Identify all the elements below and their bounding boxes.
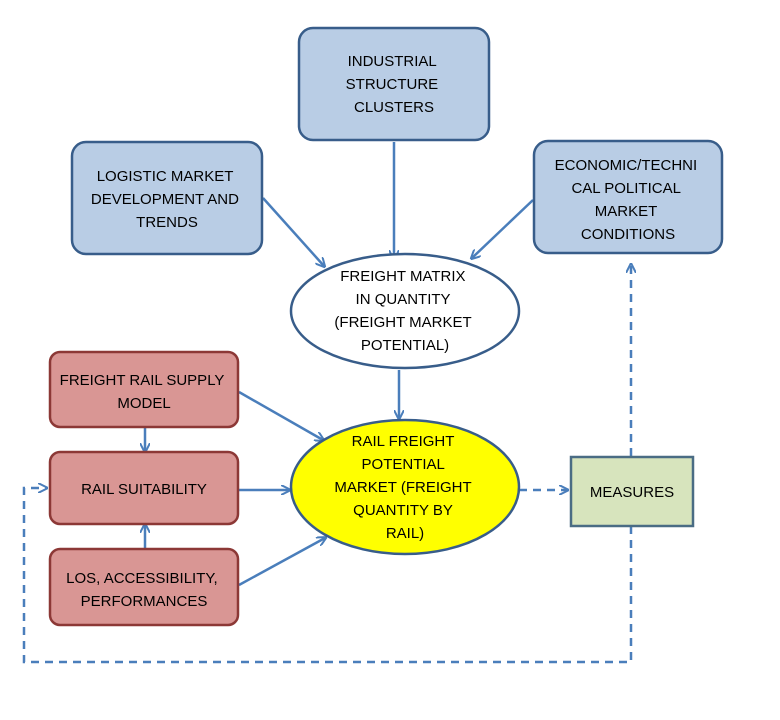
label-line: MARKET xyxy=(595,203,657,220)
label-line: LOS, ACCESSIBILITY, xyxy=(66,570,217,587)
node-industrial-structure: INDUSTRIAL STRUCTURE CLUSTERS xyxy=(297,26,491,142)
connectors xyxy=(145,142,534,587)
label-line: RAIL) xyxy=(386,525,424,542)
label-line: RAIL SUITABILITY xyxy=(81,481,207,498)
label-line: MARKET (FREIGHT xyxy=(334,479,471,496)
label-line: RAIL FREIGHT xyxy=(352,433,455,450)
label-line: TRENDS xyxy=(136,214,198,231)
node-rail-freight-potential: RAIL FREIGHT POTENTIAL MARKET (FREIGHT Q… xyxy=(289,418,521,556)
node-label: FREIGHT MATRIX IN QUANTITY (FREIGHT MARK… xyxy=(334,268,475,354)
label-line: CONDITIONS xyxy=(581,226,675,243)
label-line: POTENTIAL xyxy=(362,456,445,473)
label-line: POTENTIAL) xyxy=(361,337,449,354)
arrow-economic-to-matrix xyxy=(472,199,534,258)
node-economic-conditions: ECONOMIC/TECHNI CAL POLITICAL MARKET CON… xyxy=(532,139,724,255)
node-label: INDUSTRIAL STRUCTURE CLUSTERS xyxy=(346,53,443,116)
label-line: PERFORMANCES xyxy=(81,593,208,610)
node-label: LOS, ACCESSIBILITY, PERFORMANCES xyxy=(66,570,222,610)
label-line: LOGISTIC MARKET xyxy=(97,168,234,185)
label-line: FREIGHT RAIL SUPPLY xyxy=(60,372,225,389)
label-line: MODEL xyxy=(117,395,170,412)
node-label: FREIGHT RAIL SUPPLY MODEL xyxy=(60,372,229,412)
label-line: ECONOMIC/TECHNI xyxy=(555,157,698,174)
node-label: RAIL FREIGHT POTENTIAL MARKET (FREIGHT Q… xyxy=(334,433,475,542)
label-line: MEASURES xyxy=(590,484,674,501)
node-label: MEASURES xyxy=(590,484,674,501)
node-rail-suitability: RAIL SUITABILITY xyxy=(48,450,240,526)
arrow-logistic-to-matrix xyxy=(262,197,324,266)
node-freight-rail-supply: FREIGHT RAIL SUPPLY MODEL xyxy=(48,350,240,429)
node-label: RAIL SUITABILITY xyxy=(81,481,207,498)
node-label: LOGISTIC MARKET DEVELOPMENT AND TRENDS xyxy=(91,168,243,231)
arrow-supply-to-potential xyxy=(238,390,323,440)
node-los-accessibility: LOS, ACCESSIBILITY, PERFORMANCES xyxy=(48,547,240,627)
label-line: DEVELOPMENT AND xyxy=(91,191,239,208)
arrow-los-to-potential xyxy=(238,538,325,587)
label-line: STRUCTURE xyxy=(346,76,439,93)
node-logistic-market: LOGISTIC MARKET DEVELOPMENT AND TRENDS xyxy=(70,140,264,256)
label-line: FREIGHT MATRIX xyxy=(340,268,465,285)
label-line: (FREIGHT MARKET xyxy=(334,314,471,331)
arrow-measures-feedback-to-suitability xyxy=(22,488,633,664)
node-label: ECONOMIC/TECHNI CAL POLITICAL MARKET CON… xyxy=(555,157,702,243)
node-freight-matrix: FREIGHT MATRIX IN QUANTITY (FREIGHT MARK… xyxy=(289,252,521,370)
label-line: QUANTITY BY xyxy=(353,502,453,519)
label-line: CLUSTERS xyxy=(354,99,434,116)
label-line: CAL POLITICAL xyxy=(571,180,680,197)
label-line: IN QUANTITY xyxy=(356,291,451,308)
node-measures: MEASURES xyxy=(569,455,695,528)
dashed-connectors xyxy=(22,265,633,664)
label-line: INDUSTRIAL xyxy=(348,53,437,70)
